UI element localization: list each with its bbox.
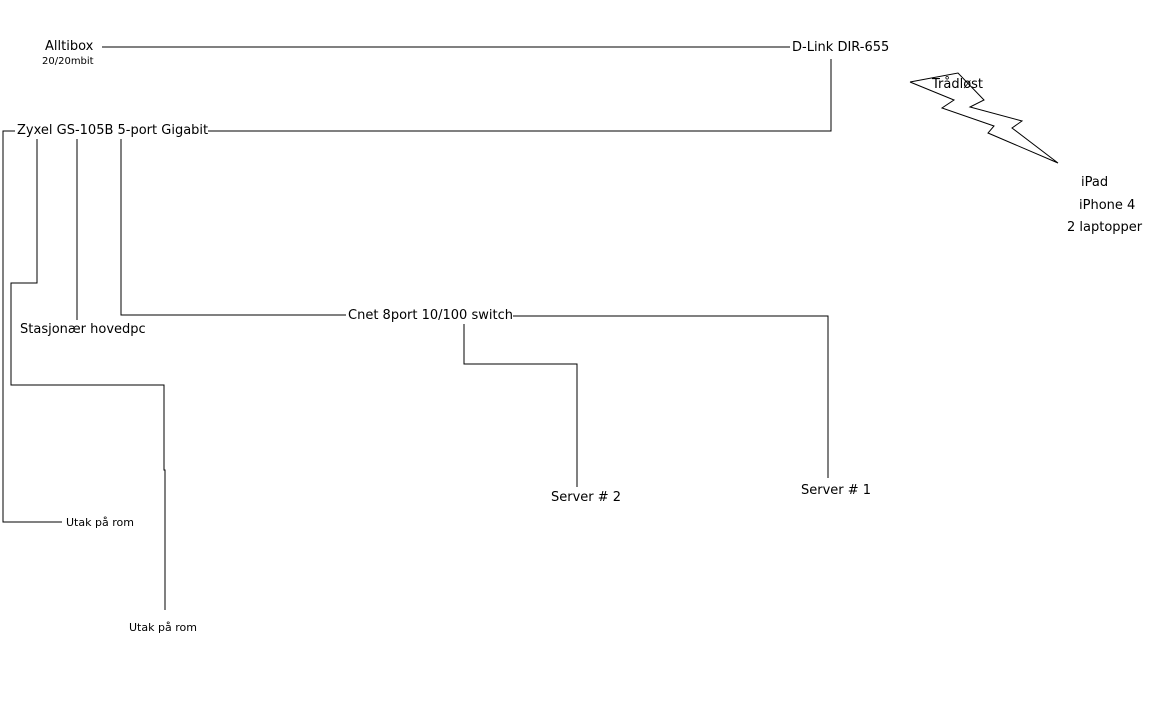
wire-cnet-server2: [463, 324, 578, 487]
device-laptops-label: 2 laptopper: [1067, 220, 1143, 235]
main-pc-label: Stasjonær hovedpc: [20, 322, 146, 337]
device-iphone-label: iPhone 4: [1079, 198, 1136, 213]
server1-label: Server # 1: [801, 483, 872, 498]
wire-zyxel-outlet-b: [10, 139, 166, 610]
wireless-bolt-icon: [909, 72, 1059, 164]
device-ipad-label: iPad: [1081, 175, 1109, 190]
zyxel-switch-label: Zyxel GS-105B 5-port Gigabit: [17, 123, 209, 138]
outlet-b-label: Utak på rom: [129, 621, 197, 634]
alltibox-speed-label: 20/20mbit: [42, 56, 94, 67]
cnet-switch-label: Cnet 8port 10/100 switch: [348, 308, 513, 323]
outlet-a-label: Utak på rom: [66, 516, 134, 529]
wire-cnet-server1: [512, 315, 829, 478]
wireless-label: Trådløst: [932, 77, 984, 92]
wire-zyxel-outlet-a: [2, 130, 62, 523]
wire-router-zyxel: [208, 59, 832, 132]
alltibox-label: Alltibox: [45, 39, 94, 54]
router-label: D-Link DIR-655: [792, 40, 890, 55]
wire-zyxel-cnet: [120, 139, 346, 316]
server2-label: Server # 2: [551, 490, 622, 505]
